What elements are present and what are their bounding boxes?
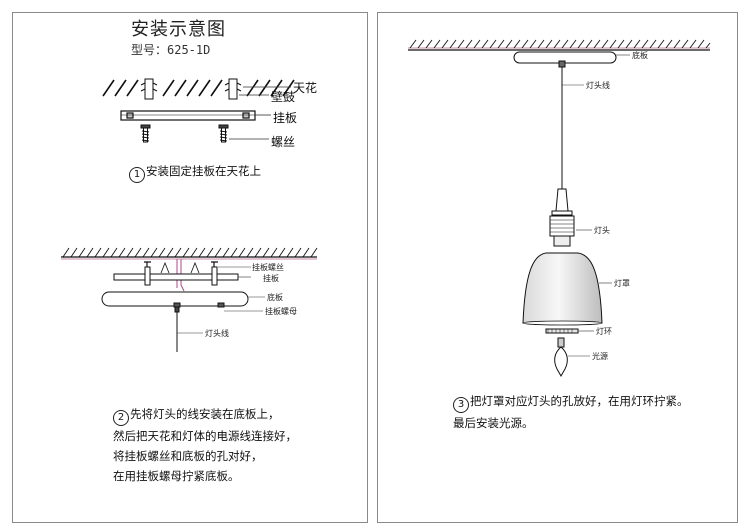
figure-3-bulb bbox=[554, 337, 568, 378]
model-number: 型号：625-1D bbox=[131, 43, 211, 57]
mounting-plate bbox=[120, 110, 256, 121]
ring-label: 灯环 bbox=[596, 327, 612, 336]
screw-left bbox=[140, 124, 151, 143]
step-3-number: 3 bbox=[453, 397, 469, 413]
figure-3-lamp-holder bbox=[549, 215, 575, 247]
base-label-fig3: 底板 bbox=[632, 51, 648, 60]
figure-3-ceiling bbox=[408, 39, 711, 51]
shade-label: 灯罩 bbox=[614, 279, 630, 288]
bulb-label: 光源 bbox=[592, 352, 608, 361]
plate-nut-label: 挂板螺母 bbox=[265, 307, 297, 316]
step-2-line-4: 在用挂板螺母拧紧底板。 bbox=[113, 469, 240, 483]
figure-2-ceiling bbox=[61, 247, 318, 260]
wall-plug-right bbox=[224, 78, 242, 100]
figure-3-pendant-assembly bbox=[408, 39, 711, 378]
plate-label-fig2: 挂板 bbox=[263, 274, 279, 283]
figure-3-strain-relief bbox=[551, 188, 573, 216]
plate-label: 挂板 bbox=[273, 111, 298, 125]
step-2-number: 2 bbox=[113, 410, 129, 426]
step-1-number: 1 bbox=[129, 167, 145, 183]
step-3-line-2: 最后安装光源。 bbox=[453, 416, 534, 430]
screw-right bbox=[218, 124, 229, 143]
plate-screw-label: 挂板螺丝 bbox=[252, 263, 284, 272]
figure-3-ring bbox=[545, 328, 579, 334]
wire-label-fig3: 灯头线 bbox=[586, 81, 610, 90]
anchor-label: 壁鼓 bbox=[271, 90, 296, 104]
lamp-holder-label: 灯头 bbox=[594, 226, 610, 235]
lamp-wire-label-fig2: 灯头线 bbox=[205, 329, 229, 338]
wall-plug-left bbox=[140, 78, 158, 100]
figure-3-shade-rim bbox=[522, 320, 603, 326]
figure-2-plate bbox=[113, 261, 239, 286]
figure-3-base bbox=[513, 51, 617, 68]
left-instruction-panel: 安装示意图 型号：625-1D bbox=[12, 12, 368, 523]
step-2-line-3: 将挂板螺丝和底板的孔对好， bbox=[113, 449, 263, 463]
figure-3-shade bbox=[522, 252, 603, 324]
step-1-text: 安装固定挂板在天花上 bbox=[146, 164, 261, 178]
ceiling-label: 天花 bbox=[293, 81, 318, 95]
figure-2-lamp-wire bbox=[174, 306, 180, 352]
step-2-line-2: 然后把天花和灯体的电源线连接好， bbox=[113, 429, 297, 443]
screw-label: 螺丝 bbox=[271, 135, 296, 149]
figure-1-ceiling-mounting bbox=[61, 78, 318, 352]
base-label-fig2: 底板 bbox=[267, 293, 283, 302]
diagram-title: 安装示意图 bbox=[131, 19, 226, 40]
ceiling-hatch bbox=[102, 79, 295, 97]
figure-2-base bbox=[101, 291, 249, 308]
